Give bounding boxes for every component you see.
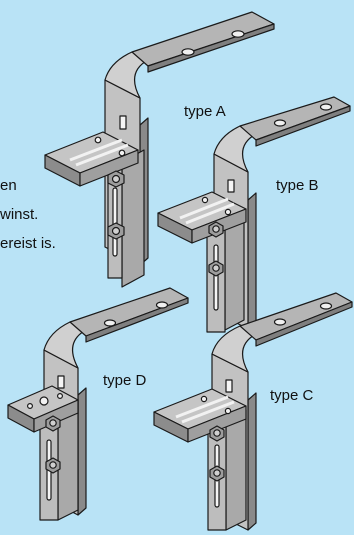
bracket-type-d <box>7 287 189 521</box>
label-type-a: type A <box>184 103 226 120</box>
label-type-c: type C <box>270 387 314 404</box>
side-text: en winst. ereist is. <box>0 177 56 252</box>
side-text-line-3: ereist is. <box>0 235 56 252</box>
side-text-line-1: en <box>0 177 17 194</box>
bracket-type-a <box>44 11 275 288</box>
bracket-type-b <box>157 96 351 333</box>
label-type-b: type B <box>276 177 319 194</box>
side-text-line-2: winst. <box>0 206 38 223</box>
label-type-d: type D <box>103 372 147 389</box>
bracket-type-c <box>153 292 353 531</box>
